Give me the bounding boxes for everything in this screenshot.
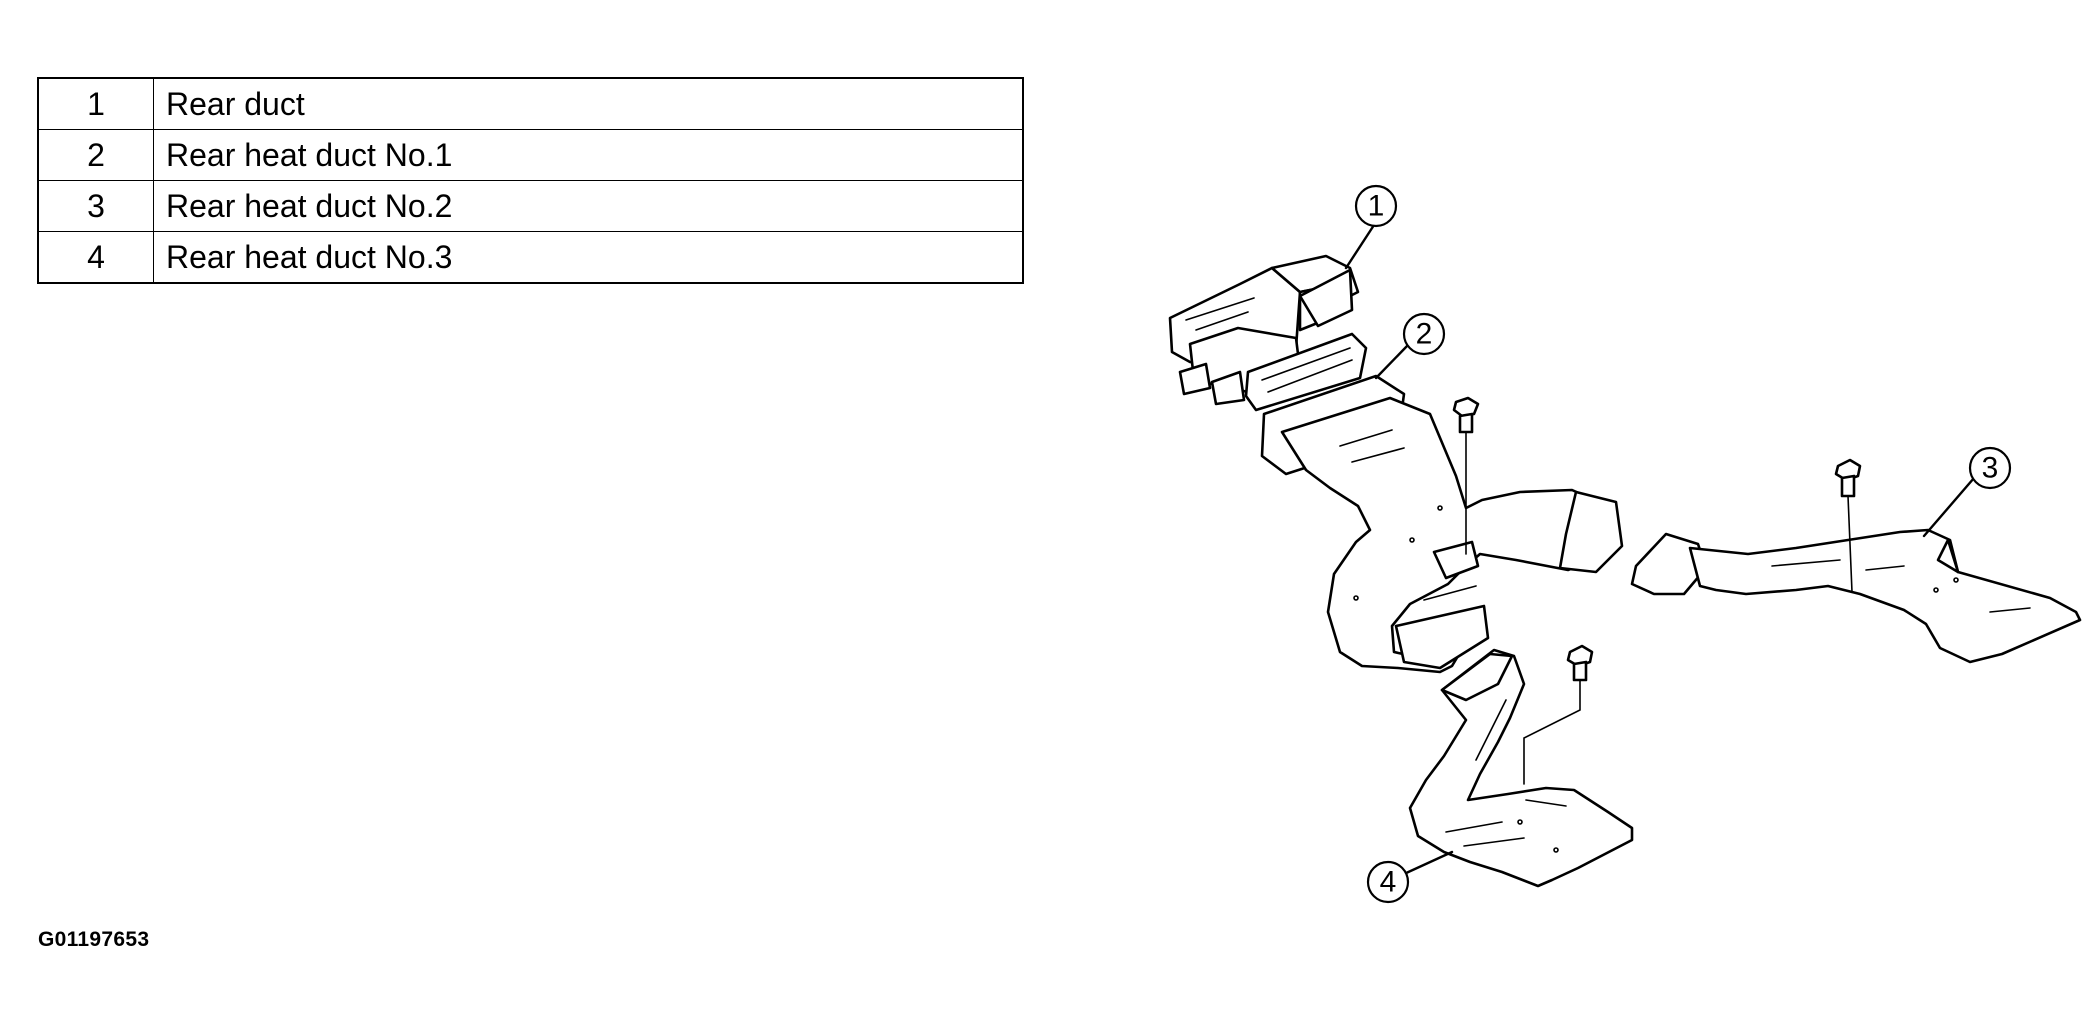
- legend-label: Rear heat duct No.2: [153, 180, 1024, 232]
- callout-1: 1: [1344, 184, 1398, 270]
- callout-number: 3: [1982, 452, 1999, 485]
- callout-3: 3: [1922, 446, 2012, 538]
- legend-num: 3: [37, 180, 154, 232]
- bolt-icon: [1834, 458, 1862, 593]
- rear-heat-duct-no2-part: [1630, 528, 2082, 664]
- rear-heat-duct-no1-part: [1260, 374, 1624, 674]
- rear-heat-duct-no3-part: [1408, 648, 1634, 888]
- legend-row: 3 Rear heat duct No.2: [37, 180, 1024, 232]
- callout-number: 1: [1368, 190, 1385, 223]
- legend-label: Rear heat duct No.1: [153, 129, 1024, 181]
- parts-legend-table: 1 Rear duct 2 Rear heat duct No.1 3 Rear…: [37, 77, 1024, 284]
- bolt-icon: [1452, 396, 1480, 555]
- callout-number: 4: [1380, 866, 1397, 899]
- figure-id: G01197653: [38, 928, 150, 951]
- rear-duct-part: [1168, 254, 1368, 412]
- legend-row: 1 Rear duct: [37, 77, 1024, 130]
- legend-label: Rear heat duct No.3: [153, 231, 1024, 284]
- legend-row: 2 Rear heat duct No.1: [37, 129, 1024, 181]
- callout-4: 4: [1366, 850, 1454, 904]
- legend-row: 4 Rear heat duct No.3: [37, 231, 1024, 284]
- callout-2: 2: [1374, 312, 1446, 380]
- legend-label: Rear duct: [153, 77, 1024, 130]
- bolt-icon: [1523, 644, 1594, 785]
- callout-number: 2: [1416, 318, 1433, 351]
- legend-num: 4: [37, 231, 154, 284]
- legend-num: 2: [37, 129, 154, 181]
